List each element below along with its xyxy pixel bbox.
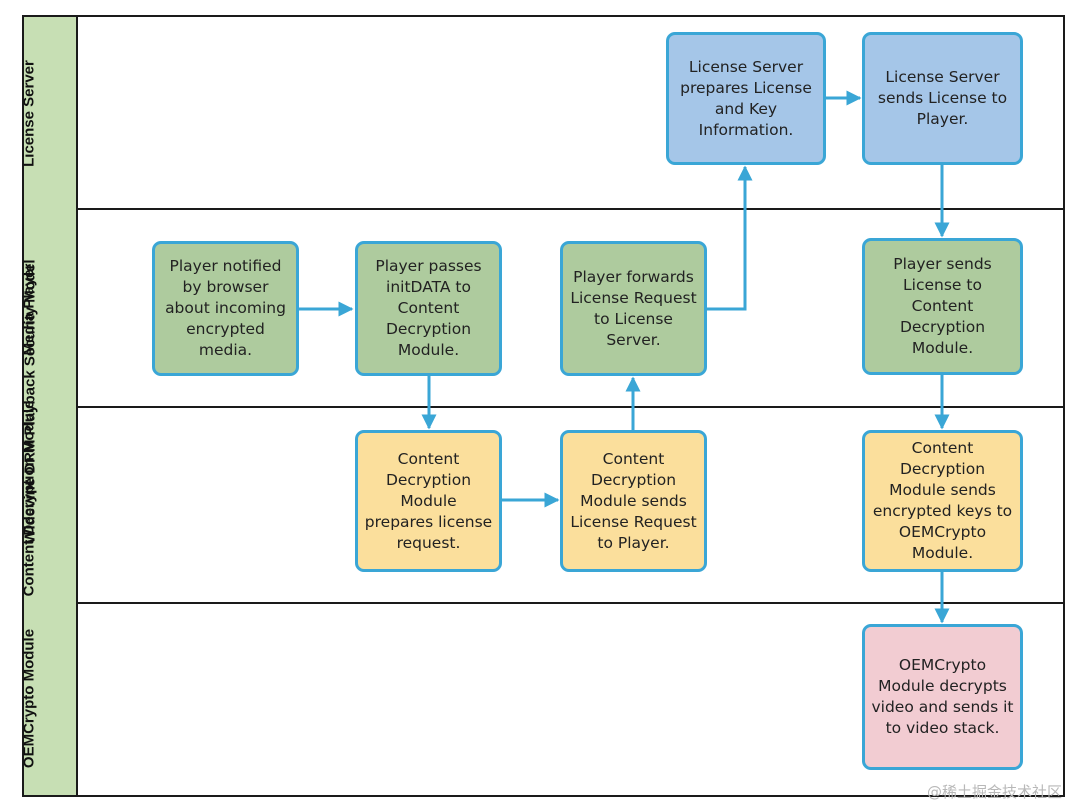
box-cdm-sends-request: Content Decryption Module sends License … [560, 430, 707, 572]
lane-divider [78, 406, 1065, 408]
box-mp-passes: Player passes initDATA to Content Decryp… [355, 241, 502, 376]
lane-divider [78, 208, 1065, 210]
box-cdm-sends-keys: Content Decryption Module sends encrypte… [862, 430, 1023, 572]
box-mp-notified: Player notified by browser about incomin… [152, 241, 299, 376]
box-mp-sends: Player sends License to Content Decrypti… [862, 238, 1023, 375]
watermark: @稀土掘金技术社区 [926, 783, 1062, 801]
arrow-forwards-to-license-server [706, 165, 753, 311]
title-band [22, 15, 78, 797]
lane-divider [78, 602, 1065, 604]
box-ls-prepares: License Server prepares License and Key … [666, 32, 826, 165]
box-mp-forwards: Player forwards License Request to Licen… [560, 241, 707, 376]
box-oem-decrypts: OEMCrypto Module decrypts video and send… [862, 624, 1023, 770]
box-cdm-prepares: Content Decryption Module prepares licen… [355, 430, 502, 572]
box-ls-sends: License Server sends License to Player. [862, 32, 1023, 165]
